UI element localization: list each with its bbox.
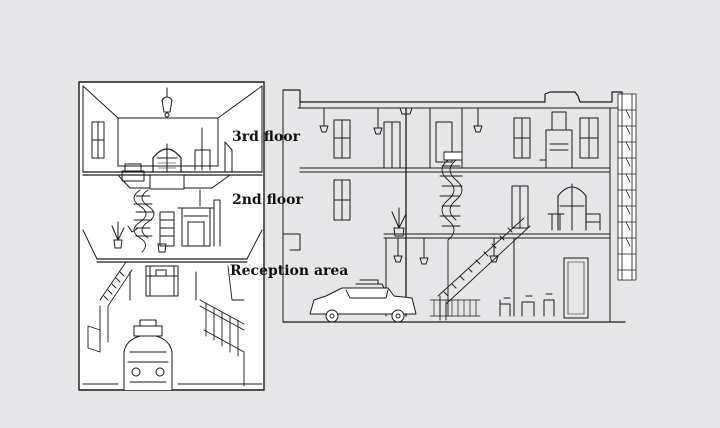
- car-side-view: [309, 279, 417, 323]
- label-2nd-floor: 2nd floor: [232, 192, 303, 208]
- car-front-view: [123, 319, 173, 391]
- spiral-staircase-right: [439, 151, 463, 317]
- label-reception-area: Reception area: [230, 263, 349, 279]
- fire-escape: [617, 93, 637, 281]
- reception-railing-right: [199, 265, 245, 387]
- building-cross-section: [282, 89, 637, 323]
- label-3rd-floor: 3rd floor: [232, 129, 301, 145]
- spiral-staircase-left: [133, 189, 155, 253]
- reception-stair-left: [87, 261, 133, 353]
- interior-perspective-panel: [78, 81, 265, 391]
